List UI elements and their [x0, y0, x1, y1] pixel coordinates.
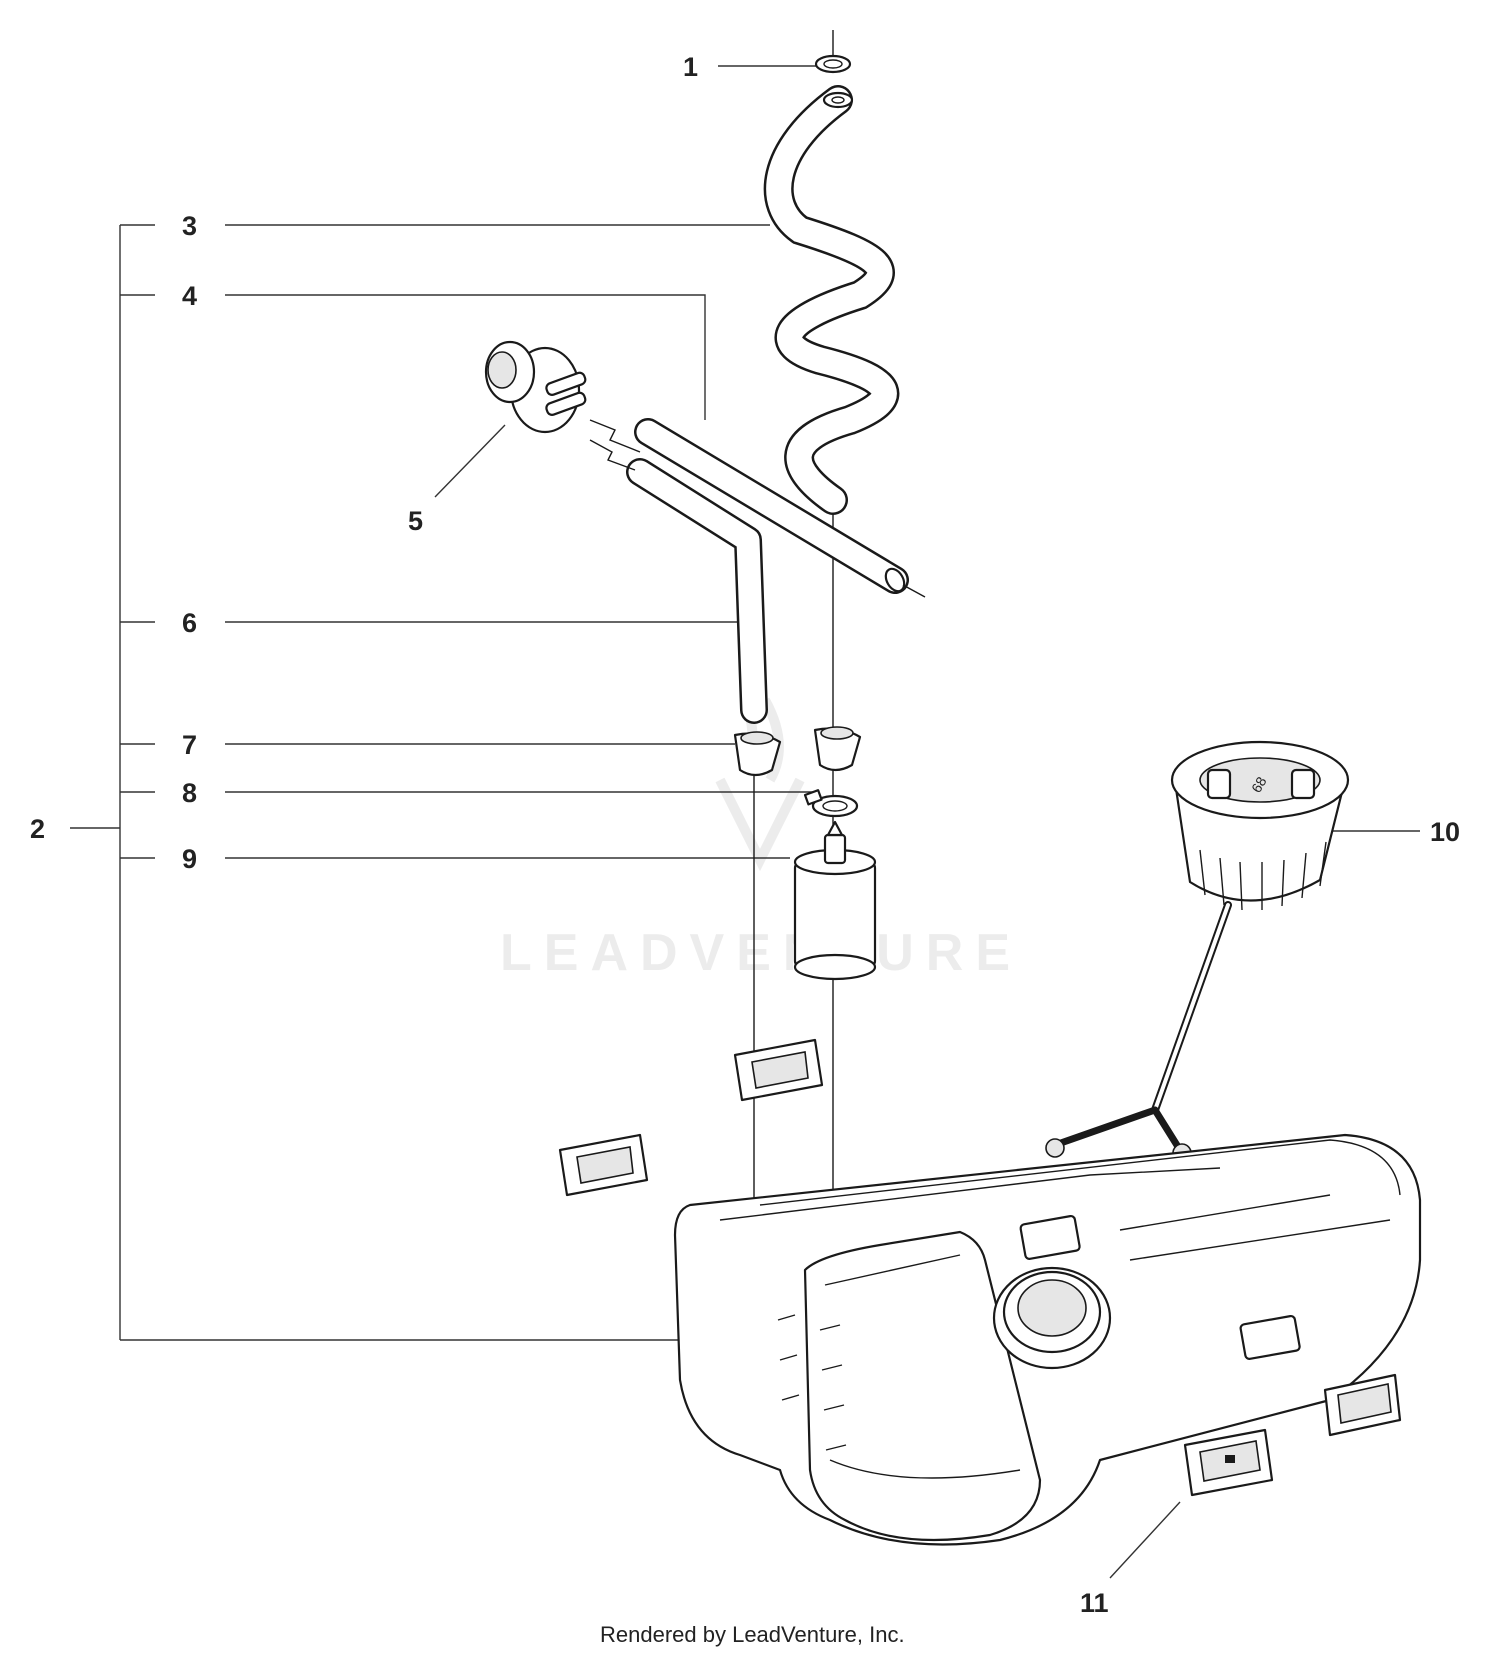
- anti-vibration-pads-left: [558, 1038, 824, 1197]
- watermark-logo: [715, 697, 805, 872]
- callout-1: 1: [683, 52, 698, 82]
- callout-3: 3: [182, 211, 197, 241]
- leader-4b: [225, 294, 706, 420]
- callout-8: 8: [182, 778, 197, 808]
- part-9-fuel-filter: [793, 820, 877, 981]
- callout-4: 4: [182, 281, 197, 311]
- part-7-grommets: [733, 726, 862, 777]
- part-11-mounting-rubbers: [1183, 1373, 1402, 1497]
- callout-labels: 1 2 3 4 5 6 7 8 9 10 11: [30, 52, 1460, 1618]
- part-4-fuel-line: [589, 418, 926, 598]
- leader-6b: [225, 621, 741, 640]
- part-6-fuel-line-elbow: [589, 439, 768, 724]
- cap-marking: 68: [1248, 774, 1270, 796]
- leader-5: [434, 424, 506, 498]
- callout-9: 9: [182, 844, 197, 874]
- watermark-text: LEADVENTURE: [500, 924, 1022, 982]
- callout-7: 7: [182, 730, 197, 760]
- part-3-coiled-hose: [763, 85, 900, 515]
- footer-credit: Rendered by LeadVenture, Inc.: [600, 1622, 905, 1647]
- part-8-hose-clamp: [803, 789, 859, 818]
- callout-10: 10: [1430, 817, 1460, 847]
- watermark: LEADVENTURE: [500, 697, 1022, 982]
- bracket-2: [70, 225, 685, 1341]
- part-1-o-ring: [814, 54, 852, 74]
- callout-6: 6: [182, 608, 197, 638]
- callout-5: 5: [408, 506, 423, 536]
- callout-11: 11: [1080, 1588, 1109, 1618]
- part-5-primer-bulb: [484, 340, 587, 434]
- callout-2: 2: [30, 814, 45, 844]
- part-10-fuel-cap: 68: [1045, 740, 1350, 1163]
- part-2-fuel-tank: [673, 1133, 1422, 1546]
- leader-11: [1109, 1501, 1181, 1579]
